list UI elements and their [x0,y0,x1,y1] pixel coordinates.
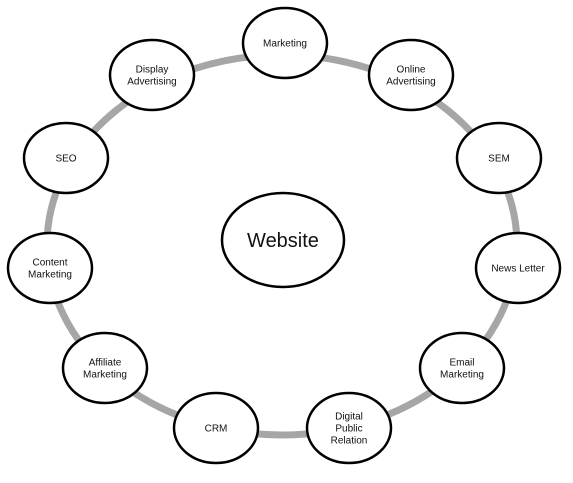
node-circle [455,121,543,195]
node-seo: SEO [22,121,110,195]
node-label: Marketing [28,270,72,281]
node-label: Public [335,424,362,435]
node-circle [418,331,506,405]
center-layer: Website [220,191,346,289]
node-label: Marketing [440,370,484,381]
node-label: Affiliate [89,358,122,369]
node-news-letter: News Letter [474,231,562,305]
node-label: Display [136,65,169,76]
node-crm: CRM [172,391,260,465]
node-circle [108,38,196,112]
node-label: Marketing [263,39,307,50]
node-label: Relation [331,436,368,447]
node-label: Digital [335,412,363,423]
node-marketing: Marketing [241,6,329,80]
node-label: Content [32,258,67,269]
node-circle [241,6,329,80]
node-label: Advertising [127,77,176,88]
node-label: News Letter [491,264,545,275]
node-sem: SEM [455,121,543,195]
node-label: Online [397,65,426,76]
node-label: Marketing [83,370,127,381]
center-label: Website [247,230,319,252]
node-circle [474,231,562,305]
node-circle [172,391,260,465]
node-label: SEM [488,154,510,165]
node-label: Email [449,358,474,369]
node-circle [22,121,110,195]
node-circle [61,331,149,405]
node-label: CRM [205,424,228,435]
node-label: Advertising [386,77,435,88]
node-circle [6,231,94,305]
node-circle [367,38,455,112]
node-label: SEO [55,154,76,165]
node-circle [305,391,393,465]
center-node [220,191,346,289]
